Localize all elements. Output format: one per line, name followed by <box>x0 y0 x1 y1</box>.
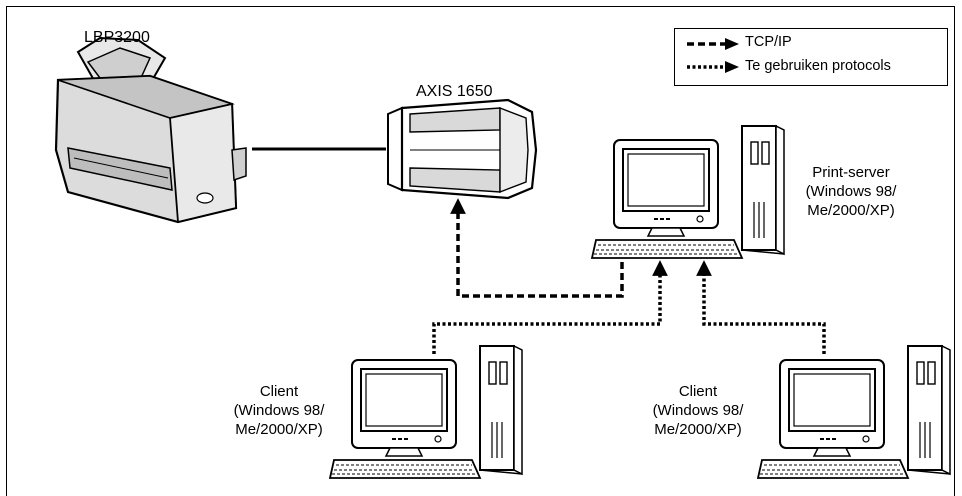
client-right-label: Client (Windows 98/ Me/2000/XP) <box>633 382 763 439</box>
print-server-label-line3: Me/2000/XP) <box>807 202 895 219</box>
print-server-box-icon <box>387 98 538 200</box>
client-right-label-line2: (Windows 98/ <box>652 402 744 419</box>
tcpip-connection <box>450 198 624 298</box>
client-left-label: Client (Windows 98/ Me/2000/XP) <box>214 382 344 439</box>
legend-dotted-arrowhead <box>725 61 739 73</box>
client-right-computer <box>757 345 951 479</box>
printer-icon <box>54 36 247 224</box>
legend-item-protocols: Te gebruiken protocols <box>745 58 891 74</box>
legend-swatches <box>687 38 739 73</box>
legend-item-tcpip: TCP/IP <box>745 34 792 50</box>
client-left-computer <box>329 345 523 479</box>
legend: TCP/IP Te gebruiken protocols <box>674 28 948 86</box>
print-server-label: Print-server (Windows 98/ Me/2000/XP) <box>776 163 926 220</box>
client-right-label-line1: Client <box>678 383 718 400</box>
print-server-label-line2: (Windows 98/ <box>805 183 897 200</box>
print-server-computer <box>591 125 785 259</box>
client-left-label-line3: Me/2000/XP) <box>235 421 323 438</box>
print-server-label-line1: Print-server <box>812 164 890 181</box>
axis-box-label: AXIS 1650 <box>416 83 493 100</box>
protocol-connection-left <box>432 260 668 354</box>
protocol-connection-right <box>696 260 826 354</box>
client-left-label-line2: (Windows 98/ <box>233 402 325 419</box>
legend-dashed-arrowhead <box>725 38 739 50</box>
diagram-frame <box>6 6 955 496</box>
client-left-label-line1: Client <box>259 383 299 400</box>
client-right-label-line3: Me/2000/XP) <box>654 421 742 438</box>
printer-label: LBP3200 <box>84 29 150 46</box>
